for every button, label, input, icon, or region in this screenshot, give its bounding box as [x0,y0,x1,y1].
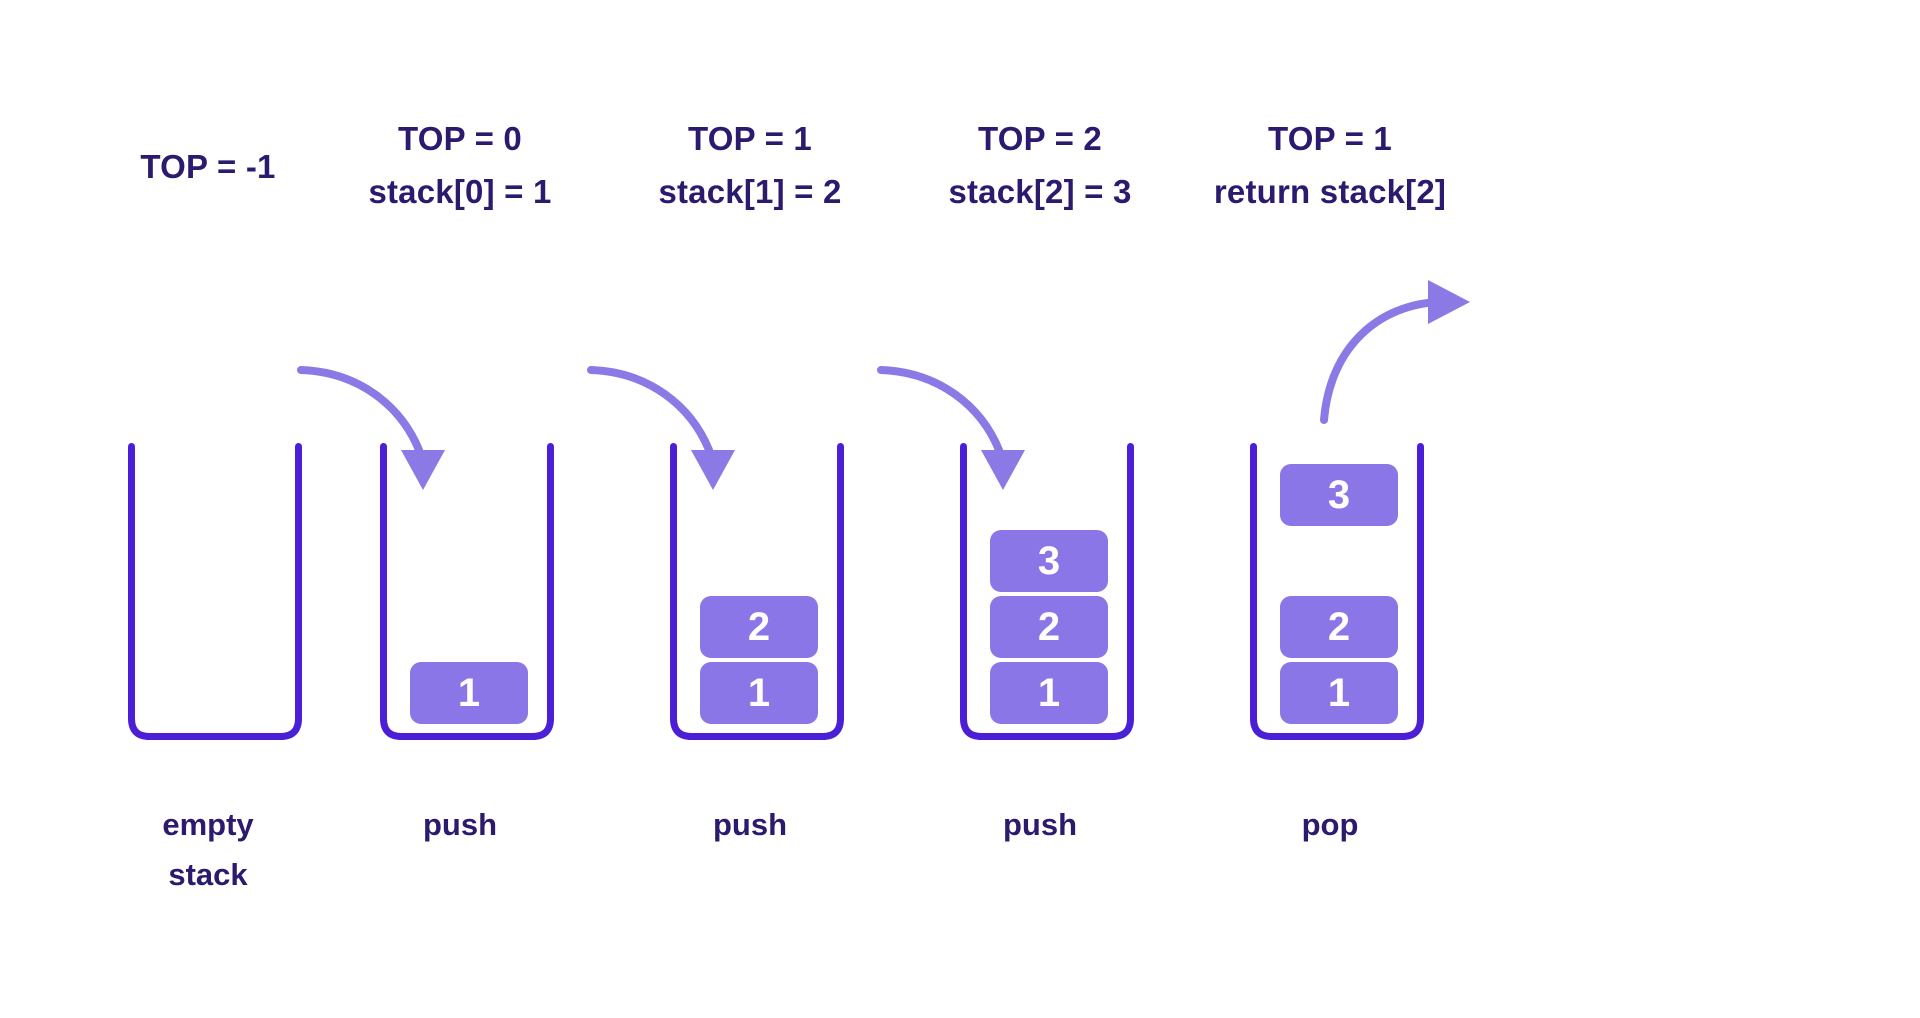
stack-container-push-1 [380,443,580,783]
operation-label-line: push [422,807,498,842]
stack-container-push-3 [960,443,1160,783]
stack-container-outline [380,443,554,740]
stack-container-pop-3 [1250,443,1450,783]
caption-pop-3: TOP = 1 return stack[2] [1150,112,1510,219]
caption-line: TOP = 0 [397,120,522,157]
operation-label-pop-3: pop [1150,800,1510,850]
operation-label-line: push [1002,807,1078,842]
push-arrow-icon [297,366,445,490]
stack-container-outline [1250,443,1424,740]
stack-cell: 2 [990,596,1108,658]
caption-push-2: TOP = 1 stack[1] = 2 [570,112,930,219]
stack-cell: 2 [700,596,818,658]
caption-line: TOP = 2 [977,120,1102,157]
operation-label-line: push [712,807,788,842]
stack-cell: 1 [410,662,528,724]
stack-container-outline [670,443,844,740]
operation-label-push-2: push [570,800,930,850]
stack-cell: 3 [990,530,1108,592]
caption-push-3: TOP = 2 stack[2] = 3 [860,112,1220,219]
operation-label-line: pop [1301,807,1359,842]
stack-container-empty-stack [128,443,328,783]
caption-line: stack[2] = 3 [948,173,1132,211]
caption-push-1: TOP = 0 stack[0] = 1 [280,112,640,219]
stack-cell: 1 [1280,662,1398,724]
stack-container-push-2 [670,443,870,783]
stack-cell: 3 [1280,464,1398,526]
operation-label-line: empty [162,807,254,842]
stack-container-outline [960,443,1134,740]
caption-empty-stack: TOP = -1 [28,140,388,193]
operation-label-line: stack [168,857,248,893]
pop-arrow-icon [1320,280,1470,424]
stack-cell: 1 [700,662,818,724]
operation-label-empty-stack: empty stack [28,800,388,900]
caption-line: return stack[2] [1213,173,1447,211]
caption-line: TOP = 1 [1267,120,1392,157]
stack-container-outline [128,443,302,740]
operation-label-push-1: push [280,800,640,850]
push-arrow-icon [587,366,735,490]
stack-column-push-1: TOP = 0 stack[0] = 1 1 push [280,0,640,1018]
caption-line: stack[1] = 2 [658,173,842,211]
caption-line: TOP = -1 [140,148,276,185]
stack-column-empty-stack: TOP = -1 empty stack [28,0,388,1018]
caption-line: TOP = 1 [687,120,812,157]
operation-label-push-3: push [860,800,1220,850]
caption-line: stack[0] = 1 [368,173,552,211]
push-arrow-icon [877,366,1025,490]
stack-cell: 2 [1280,596,1398,658]
stack-cell: 1 [990,662,1108,724]
